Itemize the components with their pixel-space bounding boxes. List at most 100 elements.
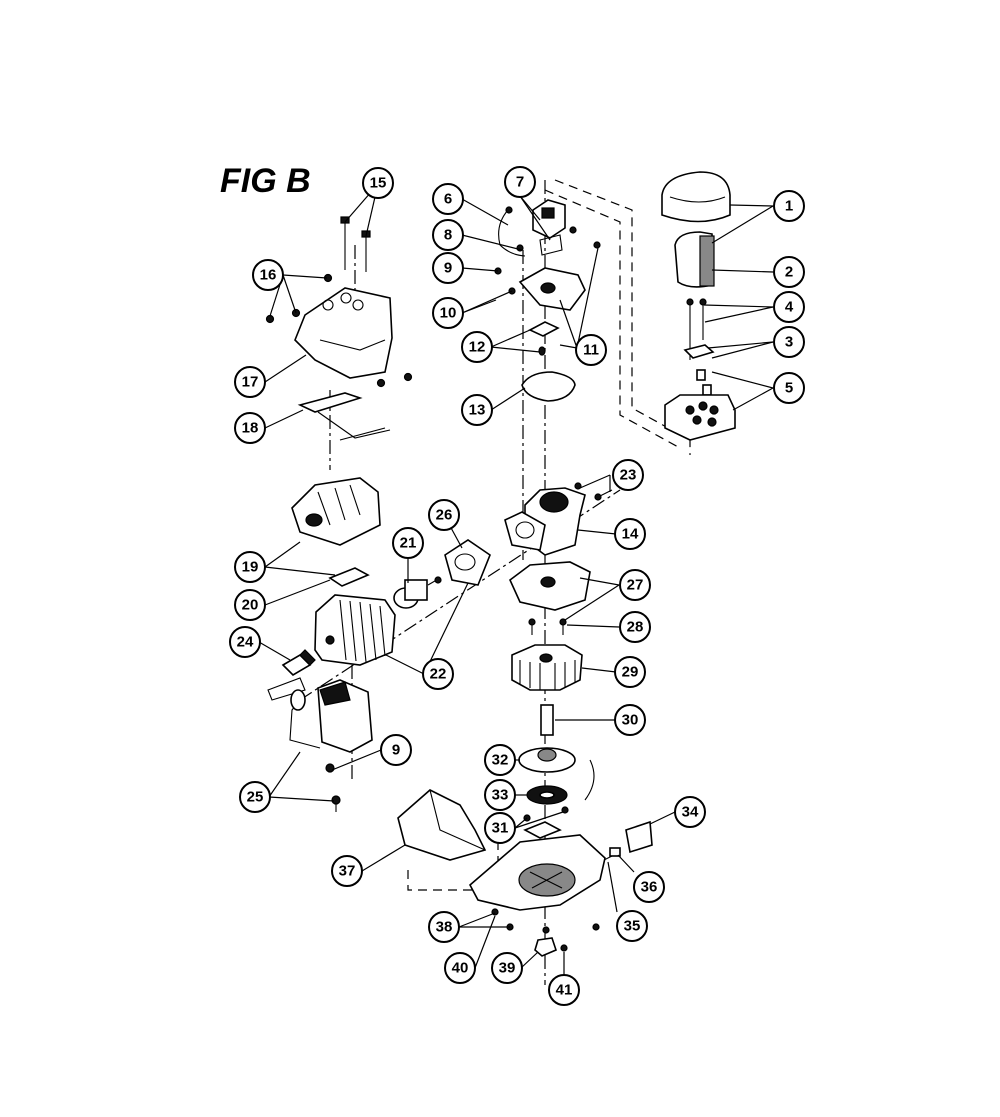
callout-21: 21 — [392, 527, 424, 559]
callout-7: 7 — [504, 166, 536, 198]
callout-15: 15 — [362, 167, 394, 199]
flywheel — [511, 644, 583, 691]
svg-text:5: 5 — [785, 380, 793, 397]
callout-16: 16 — [252, 259, 284, 291]
callout-5: 5 — [773, 372, 805, 404]
callout-41: 41 — [548, 974, 580, 1006]
svg-text:28: 28 — [627, 619, 644, 636]
svg-text:15: 15 — [370, 175, 387, 192]
callout-20: 20 — [234, 589, 266, 621]
small-screws — [265, 273, 413, 388]
svg-text:31: 31 — [492, 820, 509, 837]
housing-screws — [491, 908, 600, 957]
carburetor-body — [518, 267, 586, 311]
callout-24: 24 — [229, 626, 261, 658]
cover-bracket — [297, 392, 391, 441]
svg-text:34: 34 — [682, 804, 699, 821]
engine-cover — [294, 287, 393, 379]
callout-10: 10 — [432, 297, 464, 329]
recoil-spring — [526, 785, 568, 805]
leader-lines — [258, 183, 774, 990]
svg-text:38: 38 — [436, 919, 453, 936]
starter-pulley — [518, 747, 576, 773]
svg-text:9: 9 — [392, 742, 400, 759]
svg-text:35: 35 — [624, 918, 641, 935]
svg-text:8: 8 — [444, 227, 452, 244]
callout-18: 18 — [234, 412, 266, 444]
o-ring — [521, 371, 576, 402]
svg-text:13: 13 — [469, 402, 486, 419]
svg-text:16: 16 — [260, 267, 277, 284]
cover-gasket — [328, 567, 370, 587]
callout-34: 34 — [674, 796, 706, 828]
callout-28: 28 — [619, 611, 651, 643]
callout-9: 9 — [432, 252, 464, 284]
callout-35: 35 — [616, 910, 648, 942]
svg-text:14: 14 — [622, 526, 639, 543]
callout-26: 26 — [428, 499, 460, 531]
svg-text:12: 12 — [469, 339, 486, 356]
coil-screws — [325, 763, 341, 812]
callout-19: 19 — [234, 551, 266, 583]
svg-text:39: 39 — [499, 960, 516, 977]
svg-text:11: 11 — [583, 342, 599, 359]
carburetor-gaskets — [528, 321, 560, 356]
callout-8: 8 — [432, 219, 464, 251]
callout-32: 32 — [484, 744, 516, 776]
callout-6: 6 — [432, 183, 464, 215]
air-filter-base — [664, 394, 736, 441]
ignition-coil — [289, 679, 373, 753]
callout-4: 4 — [773, 291, 805, 323]
svg-text:30: 30 — [622, 712, 639, 729]
svg-text:33: 33 — [492, 787, 509, 804]
fan-cover — [397, 789, 487, 861]
cylinder-cover — [291, 477, 381, 546]
callout-31: 31 — [484, 812, 516, 844]
callout-14: 14 — [614, 518, 646, 550]
callout-1: 1 — [773, 190, 805, 222]
callout-36: 36 — [633, 871, 665, 903]
callout-33: 33 — [484, 779, 516, 811]
intake-gasket — [444, 539, 491, 586]
callout-29: 29 — [614, 656, 646, 688]
svg-text:21: 21 — [400, 535, 417, 552]
callout-11: 11 — [575, 334, 607, 366]
svg-text:29: 29 — [622, 664, 639, 681]
svg-text:32: 32 — [492, 752, 509, 769]
svg-text:22: 22 — [430, 666, 447, 683]
svg-text:20: 20 — [242, 597, 259, 614]
crankcase-screws — [574, 482, 613, 501]
svg-text:41: 41 — [556, 982, 573, 999]
callout-40: 40 — [444, 952, 476, 984]
piston — [393, 576, 442, 609]
callout-3: 3 — [773, 326, 805, 358]
svg-text:24: 24 — [237, 634, 254, 651]
svg-text:40: 40 — [452, 960, 469, 977]
svg-text:2: 2 — [785, 264, 793, 281]
carburetor — [532, 199, 566, 256]
svg-text:9: 9 — [444, 260, 452, 277]
crankcase-lower — [509, 561, 591, 611]
callout-25: 25 — [239, 781, 271, 813]
crankcase-lower-screws — [528, 618, 567, 635]
svg-text:26: 26 — [436, 507, 453, 524]
air-filter-element — [674, 231, 715, 288]
svg-text:3: 3 — [785, 334, 793, 351]
svg-text:10: 10 — [440, 305, 457, 322]
sleeve — [540, 704, 554, 736]
callout-17: 17 — [234, 366, 266, 398]
callout-39: 39 — [491, 952, 523, 984]
svg-text:37: 37 — [339, 863, 356, 880]
svg-text:4: 4 — [785, 299, 794, 316]
svg-text:23: 23 — [620, 467, 637, 484]
callout-22: 22 — [422, 658, 454, 690]
callout-30: 30 — [614, 704, 646, 736]
air-filter-bracket — [683, 344, 715, 396]
air-filter-cover — [661, 171, 731, 223]
starter-housing — [468, 759, 606, 911]
callout-13: 13 — [461, 394, 493, 426]
svg-text:25: 25 — [247, 789, 264, 806]
crankcase — [504, 487, 586, 556]
starter-handle — [599, 820, 653, 863]
